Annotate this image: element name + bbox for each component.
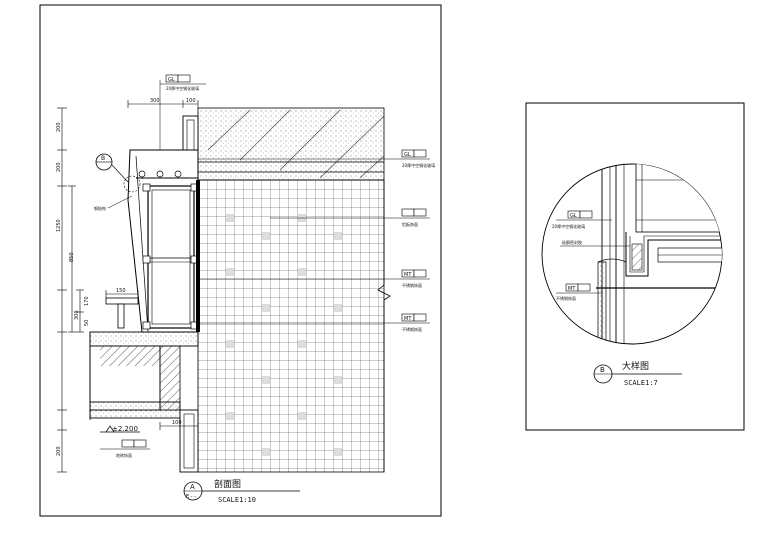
right-tag-gl-code: GL	[570, 213, 577, 219]
box-frame-inner-2	[151, 189, 191, 325]
box-inner-glass	[135, 155, 149, 333]
dim-150: 150	[116, 288, 126, 294]
left-sheet-frame	[39, 4, 442, 517]
break-line	[377, 180, 391, 472]
detail-callout-b-letter: B	[101, 155, 105, 162]
dim-200-a: 200	[56, 122, 62, 132]
dim-bench	[105, 290, 139, 298]
right-tag-mt-note: 不锈钢饰面	[556, 295, 576, 301]
tag-mt-2-note: 不锈钢饰面	[402, 326, 422, 332]
lower-post-inner	[183, 413, 195, 469]
tile-wall	[197, 179, 385, 473]
left-note: 钢结构	[94, 205, 106, 211]
bench-seat	[105, 297, 139, 305]
right-tag-gl	[556, 210, 612, 221]
tag-gl-top-note: 20厚中空钢化玻璃	[166, 85, 199, 91]
title-left: 剖面图	[214, 478, 241, 490]
level-marker	[100, 425, 140, 433]
tag-gl-top	[159, 74, 206, 150]
right-sheet-frame	[525, 102, 745, 431]
dim-top	[127, 100, 199, 108]
dim-50: 50	[84, 320, 90, 326]
detail-callout-b	[95, 153, 141, 193]
right-tag-gl-note: 20厚中空钢化玻璃	[552, 223, 585, 229]
tag-gl-right-note: 20厚中空钢化玻璃	[402, 162, 435, 168]
dim-top-100: 100	[186, 98, 196, 104]
tag-mt-1-code: MT	[404, 272, 412, 278]
tag-bottom	[100, 439, 150, 450]
left-note-leader	[107, 195, 133, 209]
ledge-hatch	[100, 346, 160, 366]
dim-1250: 1250	[56, 219, 62, 232]
tag-cap-right-note: 铝板饰面	[402, 221, 418, 227]
right-tag-mt	[556, 283, 602, 294]
tag-gl-top-code: GL	[168, 77, 175, 83]
dim-chain-left	[57, 107, 84, 473]
title-right: 大样图	[622, 360, 649, 372]
scale-left: SCALE1:10	[218, 496, 256, 504]
tag-cap-right	[270, 208, 430, 219]
tag-mt-2	[198, 313, 430, 324]
dim-170: 170	[84, 296, 90, 306]
lower-post	[179, 409, 199, 473]
tag-gl-right-code: GL	[404, 152, 411, 158]
title-left-bubble-sub: E - -	[186, 494, 196, 500]
dim-top-300: 300	[150, 98, 160, 104]
title-right-bubble-letter: B	[600, 366, 605, 374]
right-sealant-note: 硅酮密封胶	[562, 239, 582, 245]
level-text: ±2.200	[112, 425, 138, 433]
dim-300: 300	[74, 310, 80, 320]
title-block-right	[593, 364, 682, 384]
dim-200-b: 200	[56, 162, 62, 172]
tag-mt-1-note: 不锈钢饰面	[402, 282, 422, 288]
tag-mt-1	[198, 269, 430, 280]
tag-mt-2-code: MT	[404, 316, 412, 322]
concrete-slab	[197, 107, 385, 181]
dim-200-c: 200	[56, 446, 62, 456]
ledge-hatch-2	[159, 345, 181, 411]
scale-right: SCALE1:7	[624, 379, 658, 387]
dim-bottom	[159, 422, 199, 430]
title-left-bubble-letter: A	[190, 483, 195, 491]
tag-bottom-note: 地砖饰面	[116, 452, 132, 458]
dim-100-bottom: 100	[172, 420, 182, 426]
dim-labels-left: 200 200 1250 850 300 170 50 200	[56, 122, 90, 456]
title-block-left	[183, 481, 300, 501]
dim-chain-left-2	[68, 185, 76, 333]
box-outline	[127, 149, 199, 333]
anchor-plate	[196, 180, 200, 332]
slab-hatch-lines	[207, 109, 385, 179]
ledge-top	[89, 331, 199, 347]
bench-stem	[117, 303, 125, 329]
right-tag-mt-code: MT	[568, 286, 576, 292]
tag-gl-right	[198, 149, 430, 160]
